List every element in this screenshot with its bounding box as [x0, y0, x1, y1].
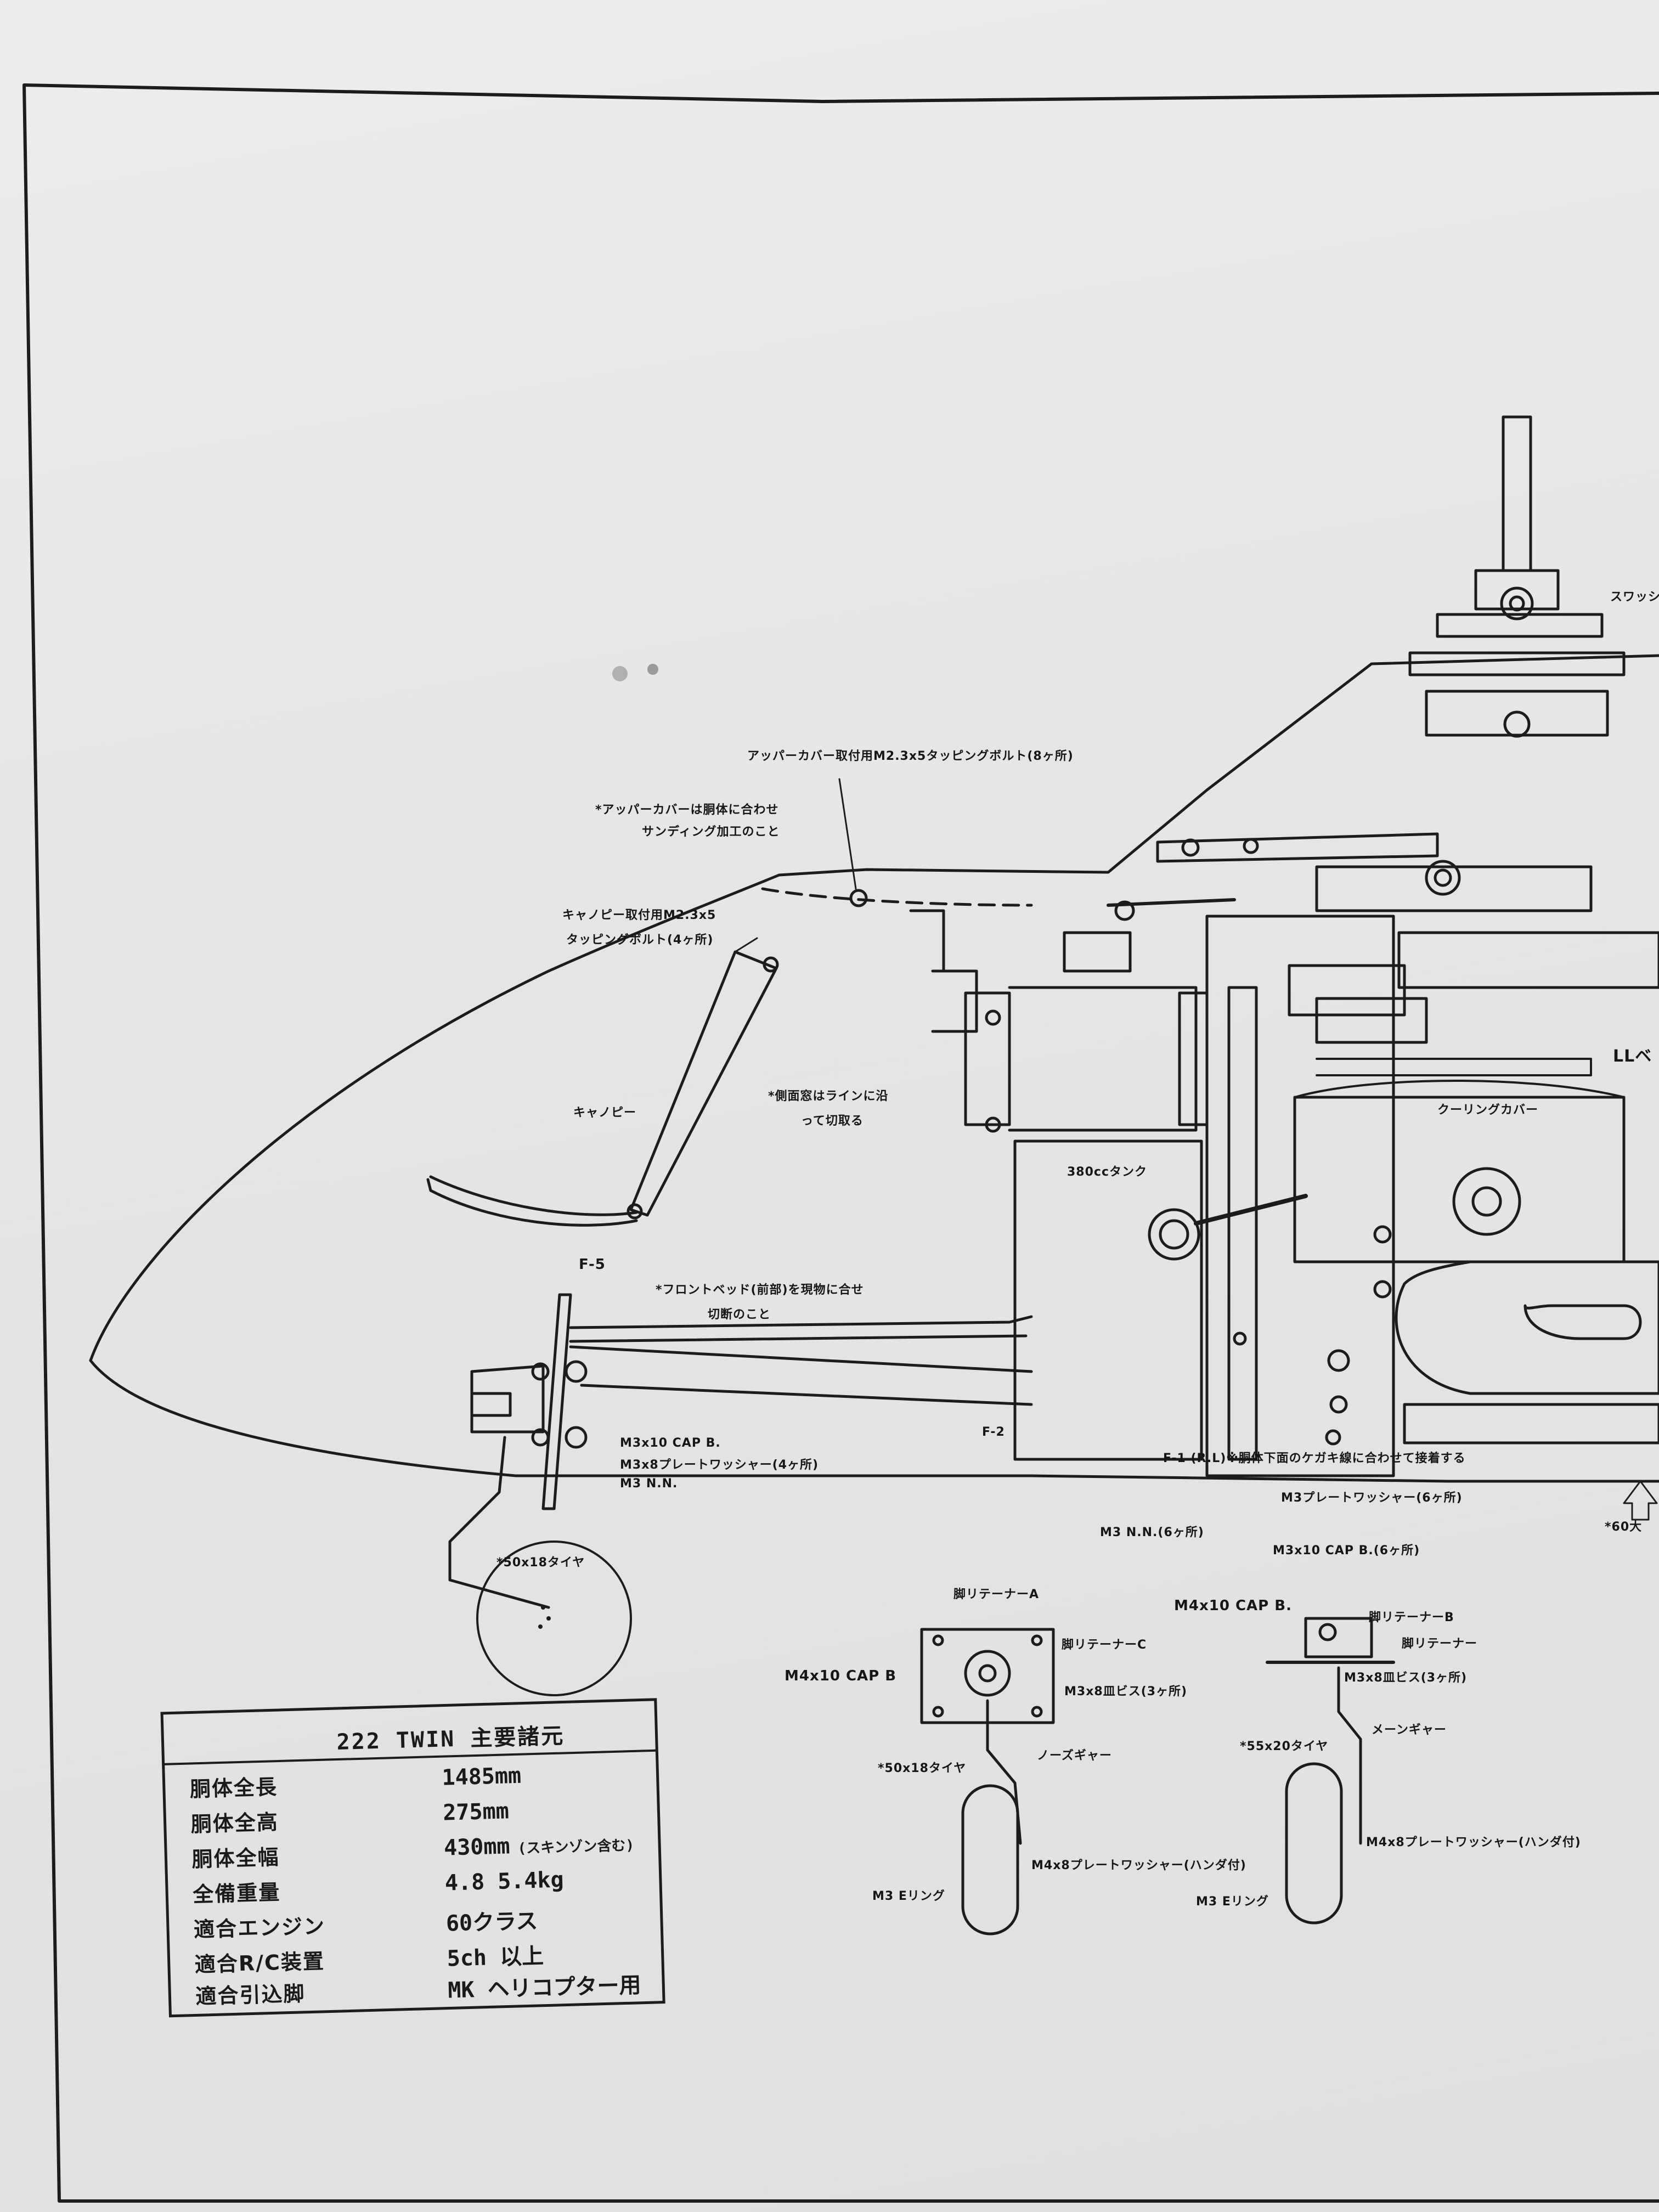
swashplate-arm	[1156, 832, 1439, 863]
label-upper-cover-bolt: アッパーカバー取付用M2.3x5タッピングボルト(8ヶ所)	[747, 749, 1074, 763]
cooling-cover	[1293, 1096, 1626, 1263]
chassis-plate	[1063, 931, 1209, 1126]
canopy-bolt-bottom	[627, 1203, 643, 1220]
main-tire-side	[1285, 1762, 1343, 1925]
nose-tire-side	[961, 1784, 1019, 1936]
label-front-bed-1: *フロントベッド(前部)を現物に合せ	[656, 1283, 864, 1297]
label-upper-cover-note-2: サンディング加工のこと	[642, 825, 780, 839]
label-retainer-c: 脚リテーナーC	[1062, 1638, 1147, 1652]
spec-value: 430mm (スキンゾン含む)	[443, 1830, 635, 1861]
nose-gear-leg	[448, 1436, 550, 1609]
label-retainer: 脚リテーナー	[1402, 1637, 1478, 1651]
spec-label: 胴体全幅	[191, 1845, 280, 1872]
retainer-b	[1304, 1617, 1373, 1658]
label-front-e-ring: M3 Eリング	[872, 1889, 945, 1903]
rotor-head	[1436, 569, 1604, 638]
clutch-bell	[1315, 997, 1428, 1044]
spec-value: 60クラス	[445, 1908, 538, 1937]
label-plate-washer-6: M3プレートワッシャー(6ヶ所)	[1281, 1491, 1463, 1505]
spec-label: 適合引込脚	[195, 1981, 306, 2009]
canopy-bolt-top	[763, 956, 779, 973]
canopy-lower-frame	[429, 1175, 638, 1216]
spec-label: 適合R/C装置	[194, 1949, 325, 1977]
label-front-washer: M4x8プレートワッシャー(ハンダ付)	[1031, 1859, 1246, 1872]
label-tire-50: *50x18タイヤ	[496, 1556, 585, 1570]
spec-value: 275mm	[442, 1798, 510, 1826]
label-nose-gear: ノーズギャー	[1037, 1749, 1112, 1763]
label-cap-b-6: M3x10 CAP B.(6ヶ所)	[1273, 1544, 1420, 1558]
label-canopy-bolt-1: キャノピー取付用M2.3x5	[562, 909, 716, 922]
label-main-cap-b: M4x10 CAP B.	[1174, 1598, 1292, 1614]
label-plate-washer-4: M3x8プレートワッシャー(4ヶ所)	[620, 1458, 819, 1472]
spec-label: 適合エンジン	[193, 1914, 326, 1942]
label-tank: 380ccタンク	[1067, 1165, 1148, 1179]
canopy-strut	[629, 950, 778, 1217]
label-scale-note: *60大	[1605, 1520, 1643, 1534]
label-main-screw: M3x8皿ビス(3ヶ所)	[1344, 1671, 1468, 1685]
front-bed	[569, 1315, 1033, 1343]
lower-boom	[569, 1345, 1033, 1406]
nose-gear-retract	[470, 1364, 545, 1434]
label-f5: F-5	[579, 1256, 606, 1273]
label-retainer-b: 脚リテーナーB	[1369, 1611, 1454, 1624]
label-front-tire: *50x18タイヤ	[878, 1762, 967, 1775]
label-f2: F-2	[982, 1425, 1005, 1439]
label-cut-note-1: *側面窓はラインに沿	[768, 1090, 889, 1103]
label-swashplate: スワッシュプ	[1610, 590, 1659, 604]
label-main-e-ring: M3 Eリング	[1196, 1895, 1269, 1909]
label-ll-arm: LLベ	[1613, 1047, 1652, 1066]
mount-arrow	[1623, 1480, 1658, 1521]
upper-cover-bolt	[849, 889, 868, 907]
label-main-tire: *55x20タイヤ	[1240, 1740, 1329, 1753]
spec-value: MK ヘリコプター用	[447, 1972, 642, 2004]
label-cap-b: M3x10 CAP B.	[620, 1436, 721, 1450]
spec-table-border	[160, 1698, 665, 2018]
label-retainer-a: 脚リテーナーA	[953, 1588, 1040, 1601]
fuselage-lower-line	[89, 1359, 1659, 1483]
rotor-yoke	[1408, 651, 1626, 737]
upper-gear	[1397, 931, 1659, 989]
spec-value: 1485mm	[441, 1763, 522, 1791]
main-frame	[1205, 915, 1395, 1477]
spec-label: 胴体全高	[190, 1810, 279, 1837]
sheet-border	[22, 83, 1659, 2203]
nose-tire-outline	[476, 1541, 632, 1696]
label-nut-6: M3 N.N.(6ヶ所)	[1100, 1526, 1204, 1539]
label-canopy: キャノピー	[573, 1106, 637, 1120]
canopy-edge	[426, 1178, 638, 1227]
fuel-tank	[1013, 1139, 1203, 1461]
spec-value: 5ch 以上	[447, 1943, 544, 1972]
spec-note: (スキンゾン含む)	[517, 1837, 635, 1857]
side-window-line	[761, 887, 1033, 907]
engine-crankcase	[1395, 1260, 1659, 1395]
fuselage-outline	[89, 654, 1659, 1362]
label-front-screw: M3x8皿ビス(3ヶ所)	[1064, 1685, 1188, 1699]
engine-flywheel	[1452, 1167, 1521, 1236]
label-upper-cover-note-1: *アッパーカバーは胴体に合わせ	[595, 803, 779, 817]
label-cooling-cover: クーリングカバー	[1437, 1103, 1539, 1117]
spec-value: 4.8 5.4kg	[444, 1867, 565, 1896]
spec-label: 胴体全長	[189, 1775, 278, 1802]
label-main-washer: M4x8プレートワッシャー(ハンダ付)	[1366, 1836, 1581, 1849]
muffler	[1403, 1403, 1659, 1444]
main-gear-strut	[1337, 1666, 1362, 1845]
label-cut-note-2: って切取る	[801, 1114, 864, 1128]
spec-label: 全備重量	[192, 1880, 281, 1907]
spec-table-title: 222 TWIN 主要諸元	[336, 1723, 565, 1756]
label-nut: M3 N.N.	[620, 1477, 678, 1491]
chassis-frame	[909, 909, 1198, 1132]
tank-cap	[1148, 1208, 1200, 1261]
spec-table: 222 TWIN 主要諸元 胴体全長 1485mm 胴体全高 275mm 胴体全…	[160, 1698, 665, 2018]
rotor-mast	[1502, 415, 1532, 572]
swashplate	[1315, 865, 1593, 912]
label-front-bed-2: 切断のこと	[708, 1308, 771, 1322]
label-main-gear: メーンギャー	[1372, 1723, 1447, 1737]
label-f1-note: F-1 (R.L)※胴体下面のケガキ線に合わせて接着する	[1163, 1452, 1466, 1465]
spec-value-text: 430mm	[443, 1833, 511, 1861]
label-canopy-bolt-2: タッピングボルト(4ヶ所)	[566, 933, 714, 947]
retainer-a	[920, 1628, 1055, 1724]
label-front-cap-b: M4x10 CAP B	[785, 1668, 897, 1684]
